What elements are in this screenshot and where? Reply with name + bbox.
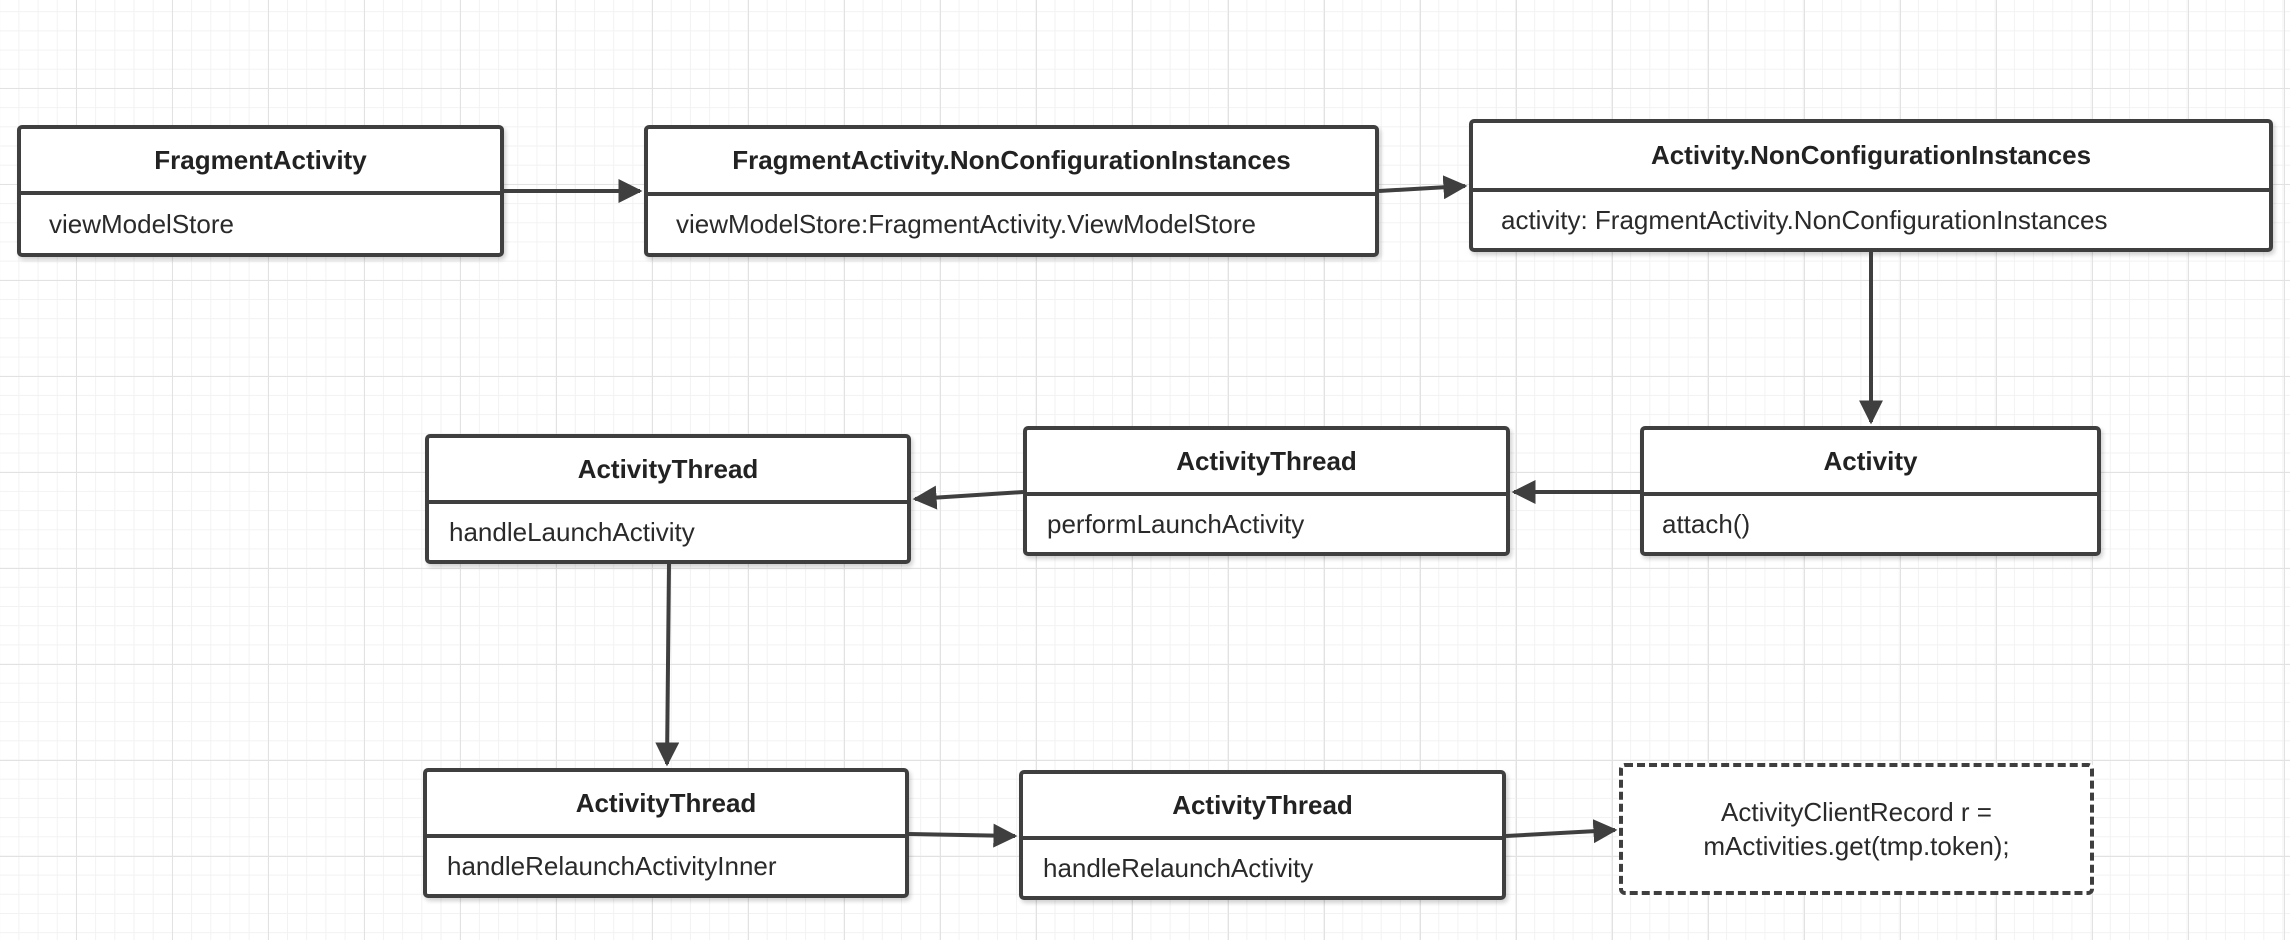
node-activitythread-handlelaunchactivity[interactable]: ActivityThread handleLaunchActivity — [425, 434, 911, 564]
node-title: FragmentActivity.NonConfigurationInstanc… — [648, 129, 1375, 196]
note-line: ActivityClientRecord r = — [1721, 797, 1992, 827]
node-title: ActivityThread — [427, 772, 905, 838]
arrow-perform-launch-to-handle-launch — [912, 485, 1024, 510]
node-member: activity: FragmentActivity.NonConfigurat… — [1501, 204, 2108, 235]
arrow-fa-nci-to-activity-nci — [1378, 175, 1468, 200]
node-fragmentactivity-nonconfigurationinstances[interactable]: FragmentActivity.NonConfigurationInstanc… — [644, 125, 1379, 257]
node-member: viewModelStore:FragmentActivity.ViewMode… — [676, 209, 1256, 239]
node-member: attach() — [1662, 508, 1751, 539]
note-text: ActivityClientRecord r = mActivities.get… — [1703, 795, 2009, 863]
node-title: ActivityThread — [1027, 430, 1506, 496]
node-member: viewModelStore — [49, 208, 234, 239]
node-activitythread-handlerelaunchactivityinner[interactable]: ActivityThread handleRelaunchActivityInn… — [423, 768, 909, 898]
arrow-relaunch-inner-to-relaunch — [908, 823, 1018, 848]
node-activitythread-handlerelaunchactivity[interactable]: ActivityThread handleRelaunchActivity — [1019, 770, 1506, 900]
node-member: performLaunchActivity — [1047, 508, 1305, 539]
node-activity[interactable]: Activity attach() — [1640, 426, 2101, 556]
node-title: Activity.NonConfigurationInstances — [1473, 123, 2269, 192]
node-activitythread-performlaunchactivity[interactable]: ActivityThread performLaunchActivity — [1023, 426, 1510, 556]
node-fragment-activity[interactable]: FragmentActivity viewModelStore — [17, 125, 504, 257]
node-title: ActivityThread — [429, 438, 907, 504]
node-member: handleRelaunchActivityInner — [447, 850, 777, 881]
note-activityclientrecord[interactable]: ActivityClientRecord r = mActivities.get… — [1619, 763, 2094, 895]
arrow-relaunch-to-note — [1505, 819, 1618, 844]
node-title: Activity — [1644, 430, 2097, 496]
arrow-handle-launch-to-relaunch-inner — [655, 563, 680, 767]
node-title: FragmentActivity — [21, 129, 500, 195]
note-line: mActivities.get(tmp.token); — [1703, 831, 2010, 861]
node-member: handleRelaunchActivity — [1043, 852, 1314, 883]
node-member: handleLaunchActivity — [449, 516, 695, 547]
node-activity-nonconfigurationinstances[interactable]: Activity.NonConfigurationInstances activ… — [1469, 119, 2273, 252]
node-title: ActivityThread — [1023, 774, 1502, 840]
